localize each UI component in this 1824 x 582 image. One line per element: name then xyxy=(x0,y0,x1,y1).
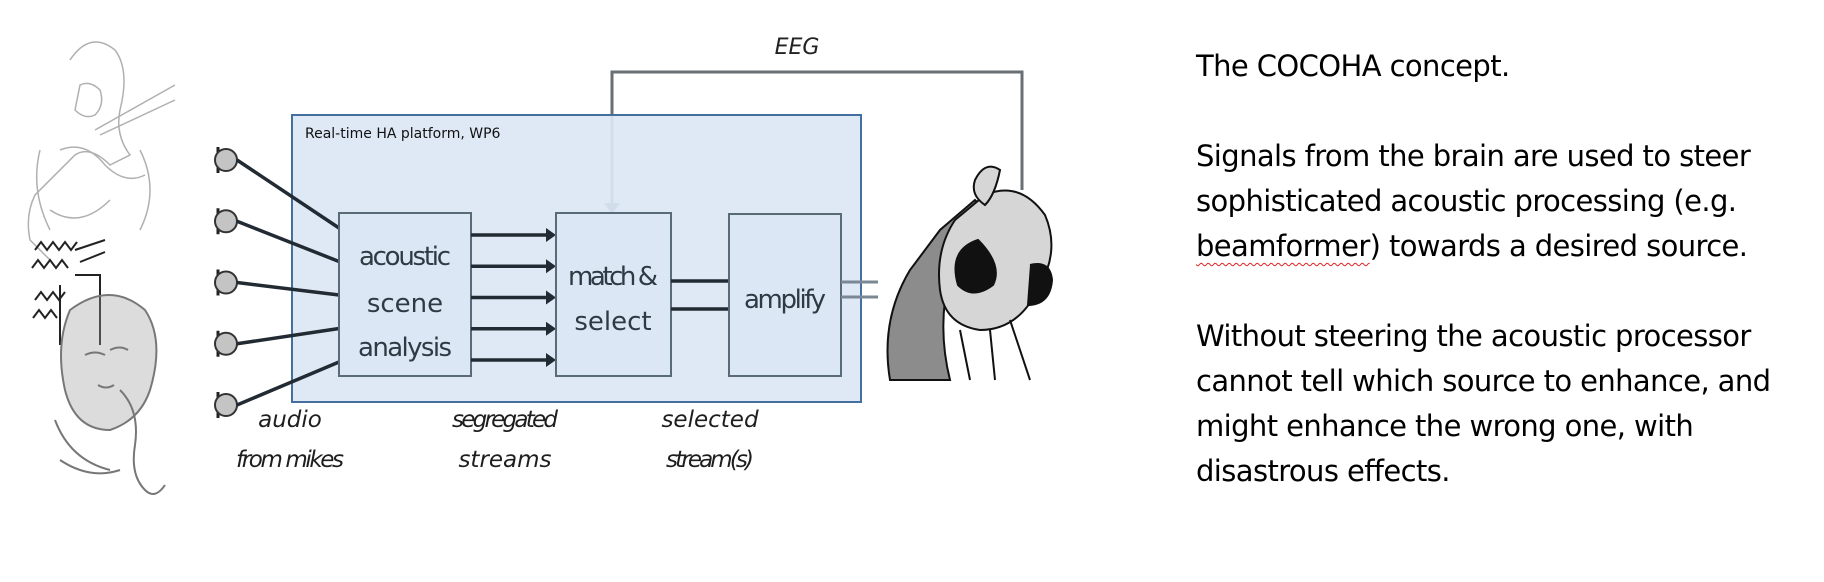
selected-streams-label: selected xyxy=(661,407,758,433)
caption-title: The COCOHA concept. xyxy=(1196,49,1510,83)
output-lines xyxy=(841,280,878,299)
eeg-label: EEG xyxy=(775,35,820,60)
platform-label: Real-time HA platform, WP6 xyxy=(305,126,501,142)
caption-p1-start: Signals from the brain are used to steer… xyxy=(1196,139,1751,218)
arrowhead-icon xyxy=(546,259,556,274)
woman-on-phone-sketch xyxy=(54,294,166,495)
stream-labels: audio from mikes segregated streams sele… xyxy=(236,407,759,473)
arrowhead-icon xyxy=(546,290,556,305)
mic-input-lines xyxy=(236,158,340,407)
mic-input-line xyxy=(236,158,340,230)
caption-p1-end: ) towards a desired source. xyxy=(1369,229,1748,263)
block-label-line: select xyxy=(574,307,651,337)
block-label-line: scene xyxy=(367,289,443,319)
microphone-icon xyxy=(214,147,238,173)
caption-paragraph-2: Without steering the acoustic processor … xyxy=(1196,319,1771,488)
violinist-sketch xyxy=(27,41,176,261)
arrowhead-icon xyxy=(546,321,556,336)
spellcheck-flagged-word[interactable]: beamformer xyxy=(1196,229,1370,263)
microphone-icon xyxy=(214,269,238,296)
music-notes-icon xyxy=(31,239,106,345)
block-label-line: acoustic xyxy=(359,242,451,272)
microphones xyxy=(214,147,238,418)
mic-input-line xyxy=(236,219,340,264)
block-label-line: analysis xyxy=(358,333,452,363)
amplify-block: amplify xyxy=(728,213,842,377)
match-select-block: match & select xyxy=(555,212,672,377)
segregated-streams-label: streams xyxy=(458,447,551,473)
audio-from-mikes-label: from mikes xyxy=(236,447,344,473)
caption-text: The COCOHA concept. Signals from the bra… xyxy=(1196,44,1816,539)
selected-streams-label: stream(s) xyxy=(666,447,754,473)
acoustic-scene-analysis-block: acoustic scene analysis xyxy=(338,212,472,377)
cocoha-diagram: EEG Real-time HA platform, WP6 acoustic … xyxy=(27,35,1054,495)
selected-stream-lines xyxy=(671,279,729,311)
arrowhead-icon xyxy=(546,353,556,367)
segregated-stream-arrows xyxy=(471,228,556,367)
mic-input-line xyxy=(236,360,340,407)
microphone-icon xyxy=(214,392,238,418)
mic-input-line xyxy=(236,280,340,297)
audio-from-mikes-label: audio xyxy=(258,407,322,433)
arrowhead-icon xyxy=(546,228,556,242)
microphone-icon xyxy=(214,330,238,357)
mic-input-line xyxy=(236,326,340,346)
block-label-line: amplify xyxy=(744,285,826,315)
caption-paragraph-1: Signals from the brain are used to steer… xyxy=(1196,134,1816,269)
block-label-line: match & xyxy=(568,262,658,292)
segregated-streams-label: segregated xyxy=(452,407,558,433)
microphone-icon xyxy=(214,208,238,235)
man-listening-sketch xyxy=(886,165,1054,381)
